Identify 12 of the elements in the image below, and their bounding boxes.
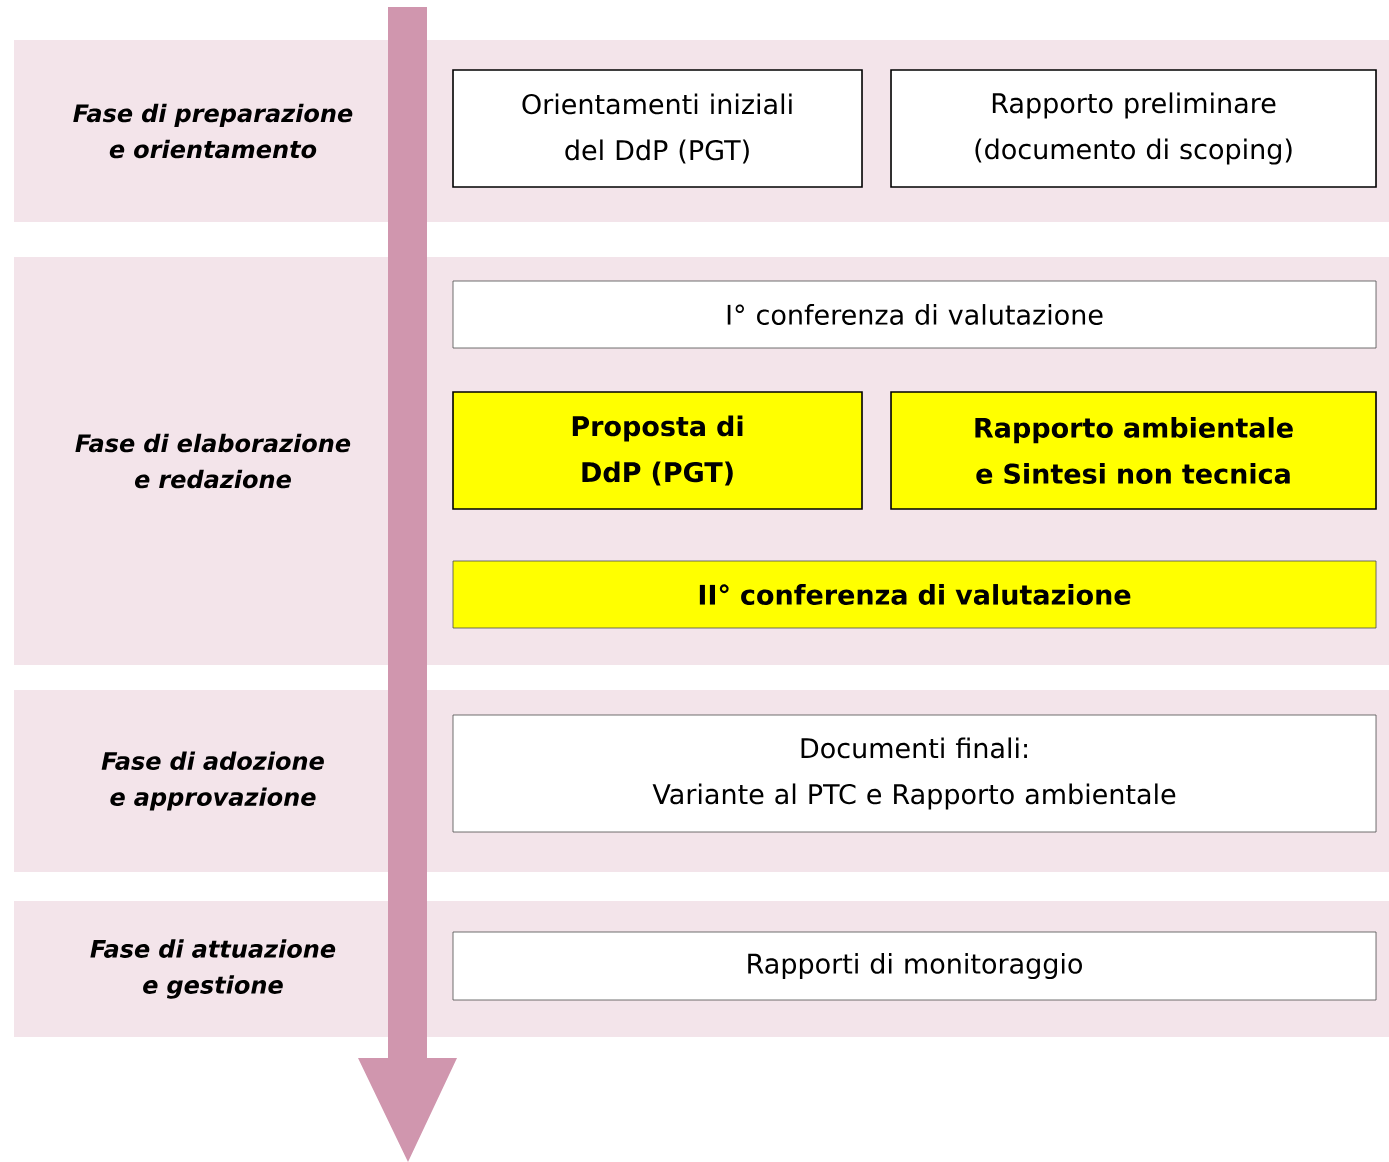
process-box: II° conferenza di valutazione [452,560,1377,629]
process-box: Rapporto ambientale e Sintesi non tecnica [890,391,1377,510]
process-box: I° conferenza di valutazione [452,280,1377,349]
process-box: Orientamenti iniziali del DdP (PGT) [452,69,863,188]
process-box: Rapporti di monitoraggio [452,931,1377,1001]
phase-label: Fase di elaborazione e redazione [75,433,351,489]
process-box: Rapporto preliminare (documento di scoping) [890,69,1377,188]
process-box: Documenti finali: Variante al PTC e Rapporto ambientale [452,714,1377,833]
phase-label: Fase di preparazione e orientamento [73,103,353,159]
phase-label: Fase di adozione e approvazione [101,751,324,811]
phase-label: Fase di attuazione e gestione [90,939,336,999]
process-box: Proposta di DdP (PGT) [452,391,863,510]
